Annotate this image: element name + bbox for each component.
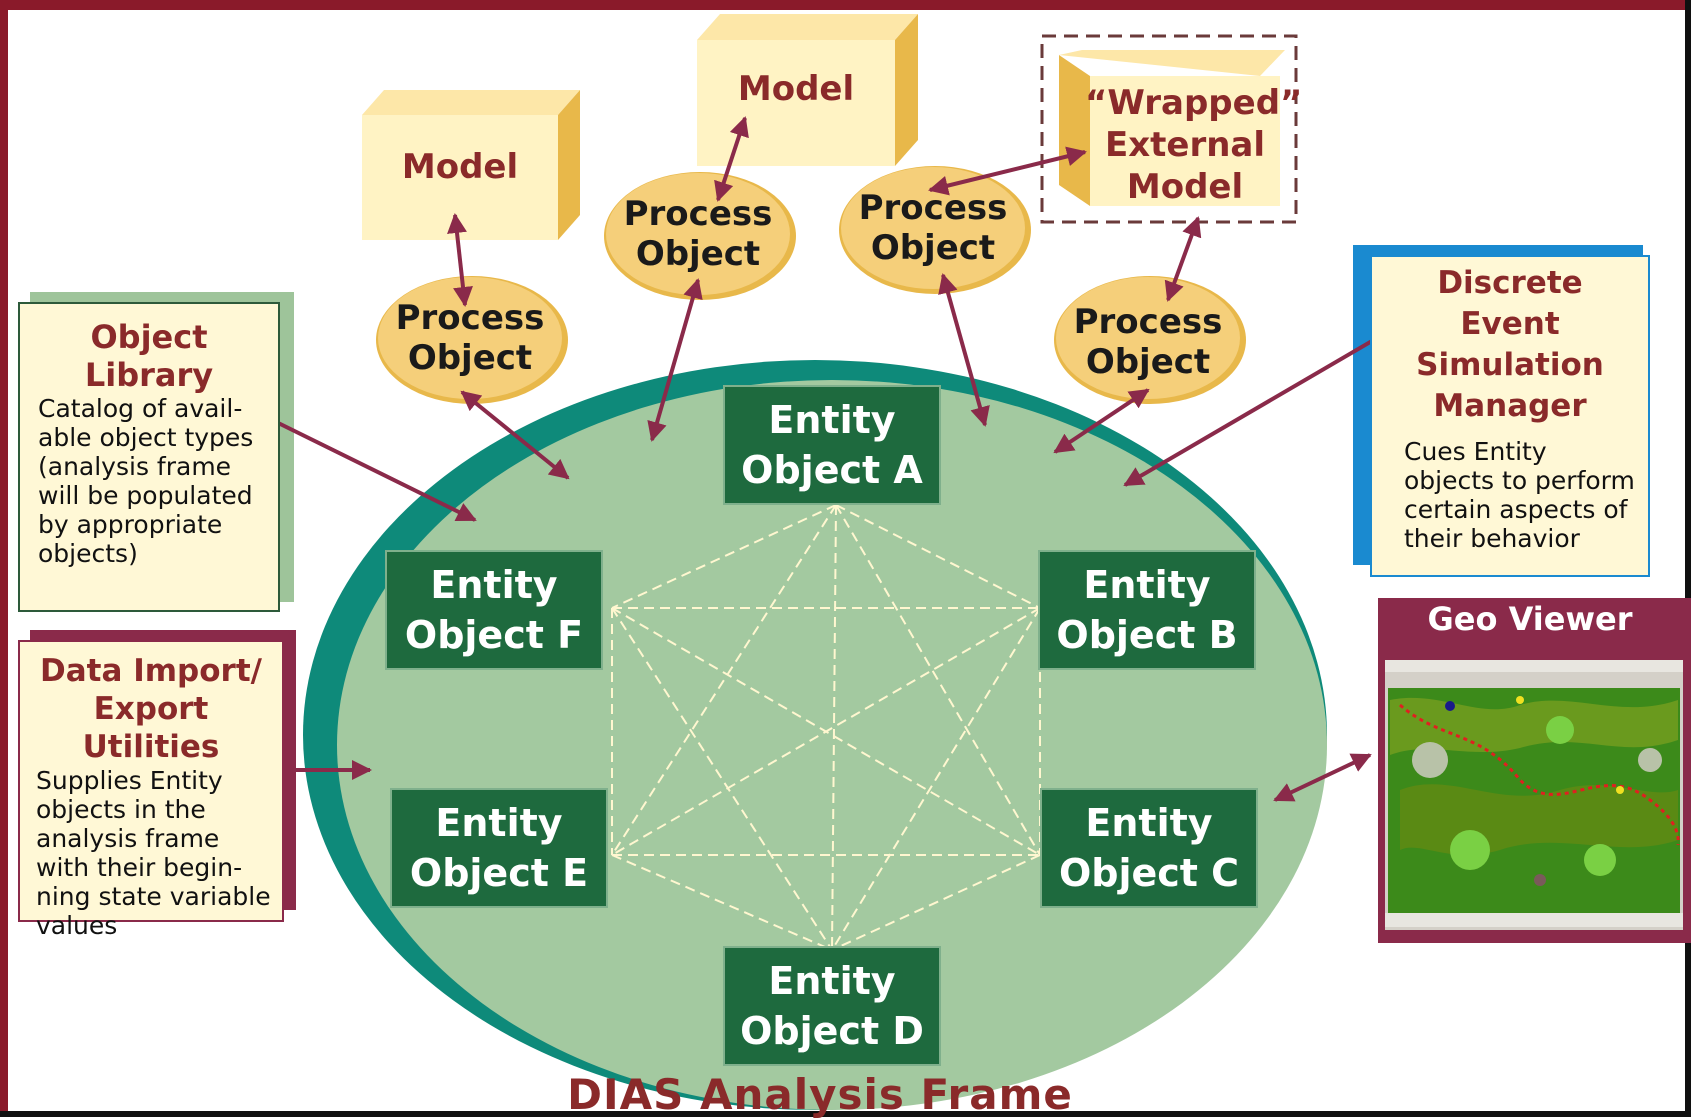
model-label-left: Model <box>401 147 519 187</box>
top-border <box>0 0 1691 10</box>
entity-object-b: Entity Object B <box>1038 550 1256 670</box>
geo-viewer-title: Geo Viewer <box>1427 600 1633 638</box>
des-manager-desc: Cues Entity objects to perform certain a… <box>1404 437 1635 553</box>
des-manager-title: Discrete Event Simulation Manager <box>1416 265 1604 424</box>
library-arrow <box>261 413 477 522</box>
model-box-left <box>362 90 580 240</box>
entity-object-a: Entity Object A <box>723 385 941 505</box>
entity-object-f: Entity Object F <box>385 550 603 670</box>
wrapped-model-label: “Wrapped” External Model <box>1085 83 1303 207</box>
process-object-2: Process Object <box>623 194 773 274</box>
entity-object-d: Entity Object D <box>723 946 941 1066</box>
object-library-desc: Catalog of avail- able object types (ana… <box>38 394 254 568</box>
entity-object-c: Entity Object C <box>1040 788 1258 908</box>
entity-object-e: Entity Object E <box>390 788 608 908</box>
bottom-border <box>0 1111 1691 1117</box>
arrows <box>246 116 1410 802</box>
left-border <box>0 0 8 1117</box>
des-manager-box: Discrete Event Simulation Manager Cues E… <box>1370 255 1650 577</box>
data-import-title: Data Import/ Export Utilities <box>40 653 262 765</box>
right-border <box>1685 0 1691 1117</box>
analysis-frame-title: DIAS Analysis Frame <box>567 1070 1073 1119</box>
object-library-box: Object Library Catalog of avail- able ob… <box>18 302 280 612</box>
data-import-desc: Supplies Entity objects in the analysis … <box>36 766 271 940</box>
process-object-4: Process Object <box>1073 302 1223 382</box>
model-label-center: Model <box>737 69 855 109</box>
object-library-title: Object Library <box>84 318 214 394</box>
process-object-3: Process Object <box>858 188 1008 268</box>
geo-viewer-map <box>1385 660 1683 930</box>
process-object-1: Process Object <box>395 298 545 378</box>
data-import-box: Data Import/ Export Utilities Supplies E… <box>18 640 284 940</box>
